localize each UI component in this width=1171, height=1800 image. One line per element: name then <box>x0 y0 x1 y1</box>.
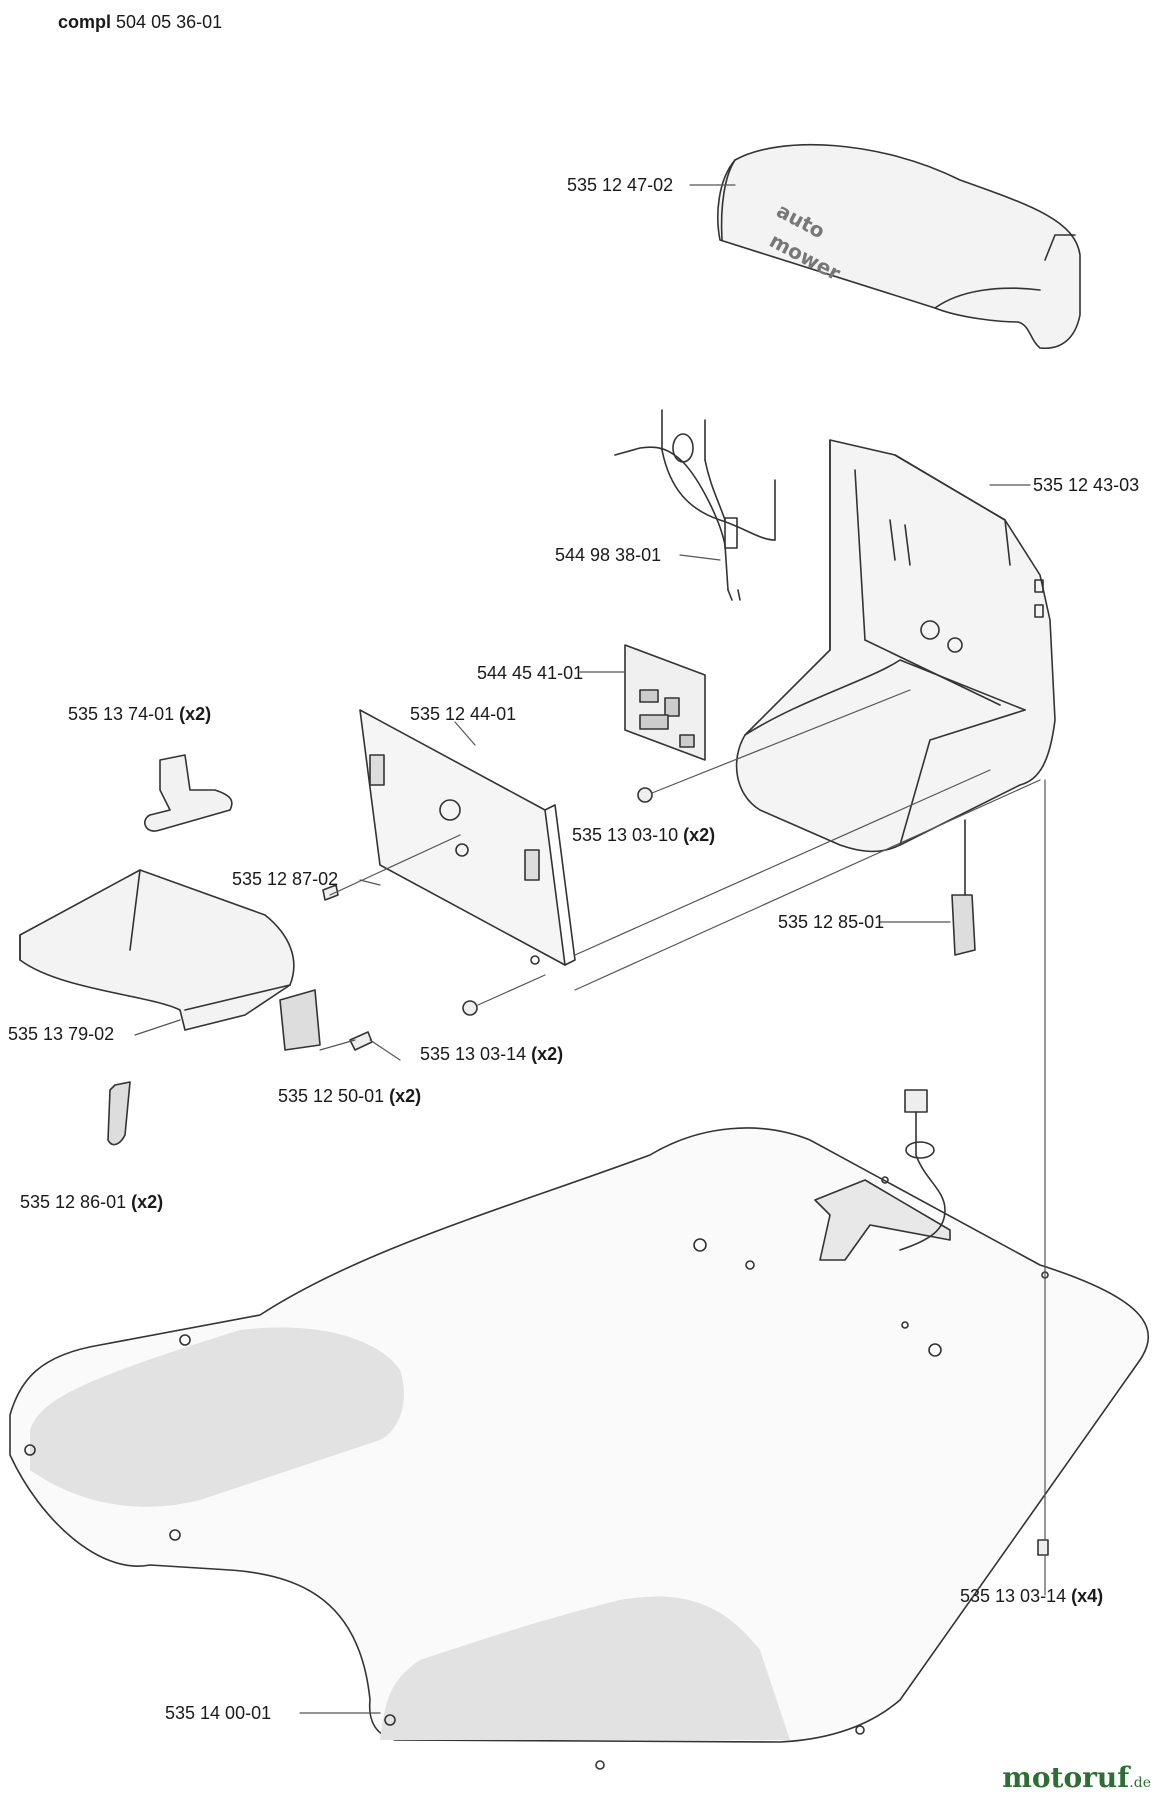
part-label-circuit-board: 544 45 41-01 <box>477 663 584 683</box>
part-label-cable-harness: 544 98 38-01 <box>555 545 662 565</box>
part-label-plate-screw: 535 13 03-14 (x2) <box>420 1044 564 1064</box>
circuit-board-part <box>624 644 706 761</box>
plate-screw-part <box>462 1000 478 1016</box>
clip-part <box>144 754 233 832</box>
part-label-small-screw: 535 13 03-10 (x2) <box>572 825 716 845</box>
part-label-cover: 535 12 47-02 <box>567 175 674 195</box>
compl-word: compl <box>58 12 112 32</box>
part-label-base-screw: 535 13 03-14 (x4) <box>960 1586 1104 1606</box>
base-cable-part <box>899 1089 946 1251</box>
cable-harness-part <box>614 409 776 601</box>
base-screw-part <box>1037 1539 1049 1556</box>
part-label-strap: 535 12 86-01 (x2) <box>20 1192 164 1212</box>
part-label-plug: 535 12 87-02 <box>232 869 339 889</box>
small-screw-part <box>637 787 653 803</box>
watermark-logo: motoruf.de <box>1002 1761 1151 1794</box>
leader-lines <box>134 184 1046 1714</box>
plug-part <box>322 884 339 901</box>
top-cover-part <box>19 869 321 1051</box>
assembly-title: compl 504 05 36-01 <box>58 12 222 33</box>
part-label-clip: 535 13 74-01 (x2) <box>68 704 212 724</box>
compl-number: 504 05 36-01 <box>116 12 223 32</box>
part-label-housing: 535 12 43-03 <box>1033 475 1140 495</box>
cover-part: auto mower <box>717 143 1081 349</box>
part-label-connector: 535 12 85-01 <box>778 912 885 932</box>
part-label-base-plate: 535 14 00-01 <box>165 1703 272 1723</box>
plate-part <box>359 709 576 966</box>
part-label-top-cover: 535 13 79-02 <box>8 1024 115 1044</box>
strap-part <box>107 1081 131 1146</box>
connector-part <box>951 819 976 956</box>
part-label-pin: 535 12 50-01 (x2) <box>278 1086 422 1106</box>
housing-part <box>735 439 1056 853</box>
base-plate-part <box>9 1127 1149 1770</box>
part-label-plate: 535 12 44-01 <box>410 704 517 724</box>
